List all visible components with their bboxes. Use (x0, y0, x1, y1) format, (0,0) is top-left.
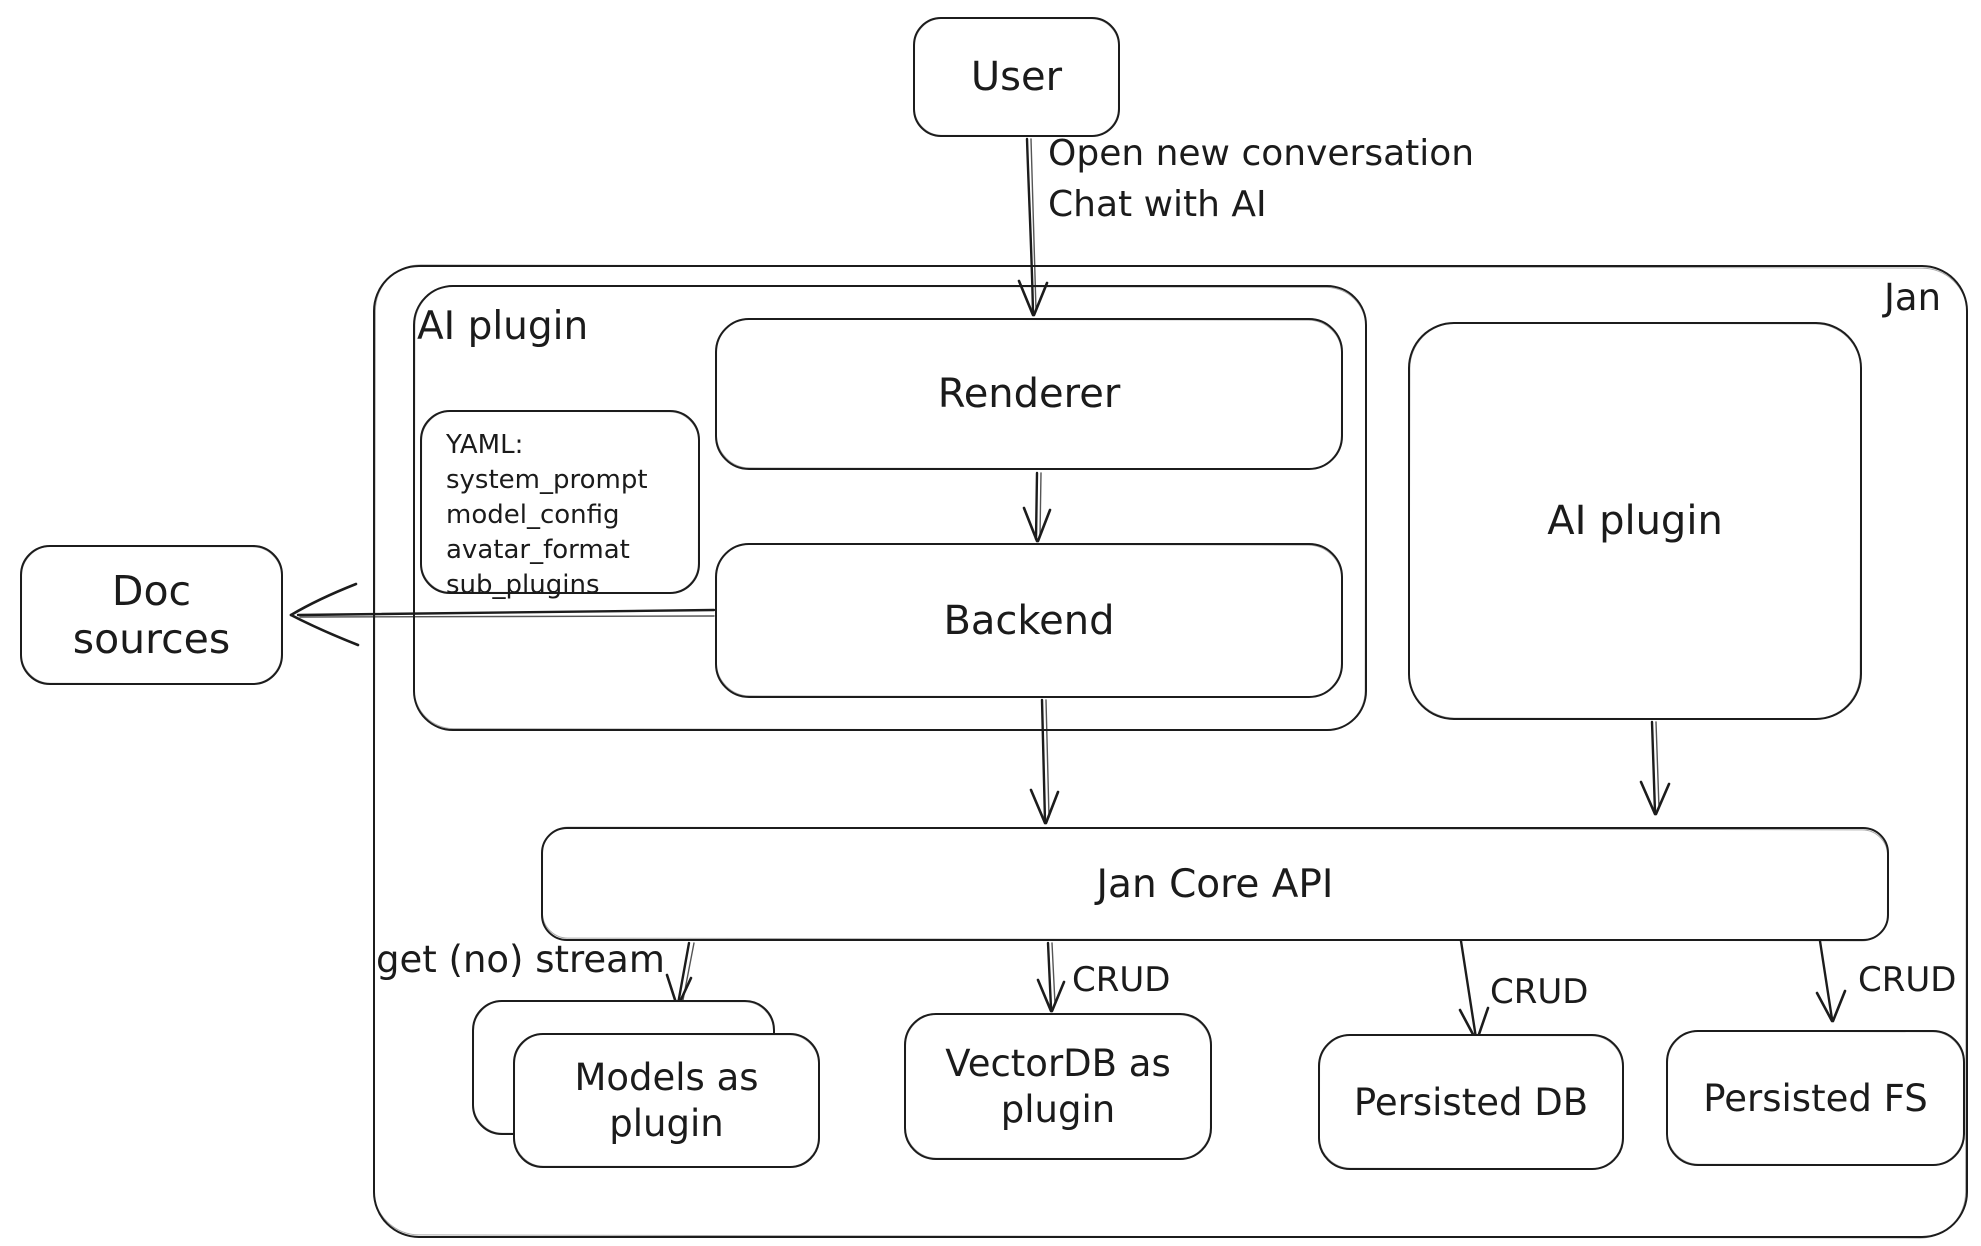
doc-sources-node-label: Doc sources (72, 567, 231, 663)
renderer-node-label: Renderer (937, 371, 1121, 417)
crud-vectordb-edge-label: CRUD (1072, 960, 1171, 1000)
yaml-note-line: model_config (446, 500, 620, 530)
vectordb-node: VectorDB as plugin (904, 1013, 1212, 1160)
user-flow-edge-label: Open new conversation Chat with AI (1048, 128, 1474, 230)
yaml-note-line: avatar_format (446, 535, 630, 565)
crud-persisted-fs-edge-label: CRUD (1858, 960, 1957, 1000)
yaml-note: YAML: system_prompt model_config avatar_… (420, 410, 700, 600)
backend-node: Backend (715, 543, 1343, 698)
yaml-note-title: YAML: (446, 430, 524, 460)
renderer-node: Renderer (715, 318, 1343, 470)
get-no-stream-edge-label: get (no) stream (376, 938, 665, 981)
ai-plugin-container-label: AI plugin (417, 304, 589, 349)
ai-plugin-container (413, 285, 1367, 731)
jan-core-api-node: Jan Core API (541, 827, 1889, 941)
ai-plugin-node: AI plugin (1408, 322, 1862, 720)
user-flow-edge-label-line2: Chat with AI (1048, 184, 1267, 225)
persisted-fs-node: Persisted FS (1666, 1030, 1965, 1166)
backend-node-label: Backend (943, 597, 1115, 644)
doc-sources-node: Doc sources (20, 545, 283, 685)
jan-container (373, 265, 1968, 1238)
yaml-note-line: sub_plugins (446, 570, 600, 600)
models-node-label: Models as plugin (574, 1055, 759, 1145)
jan-core-api-node-label: Jan Core API (1096, 861, 1334, 907)
vectordb-node-label: VectorDB as plugin (945, 1041, 1171, 1131)
user-flow-edge-label-line1: Open new conversation (1048, 133, 1475, 174)
persisted-fs-node-label: Persisted FS (1703, 1076, 1928, 1120)
persisted-db-node: Persisted DB (1318, 1034, 1624, 1170)
ai-plugin-node-label: AI plugin (1547, 498, 1723, 544)
yaml-note-line: system_prompt (446, 465, 648, 495)
user-node: User (913, 17, 1120, 137)
persisted-db-node-label: Persisted DB (1353, 1080, 1589, 1124)
crud-persisted-db-edge-label: CRUD (1490, 972, 1589, 1012)
user-node-label: User (970, 54, 1063, 100)
models-node: Models as plugin (513, 1033, 820, 1168)
jan-container-label: Jan (1884, 276, 1942, 319)
